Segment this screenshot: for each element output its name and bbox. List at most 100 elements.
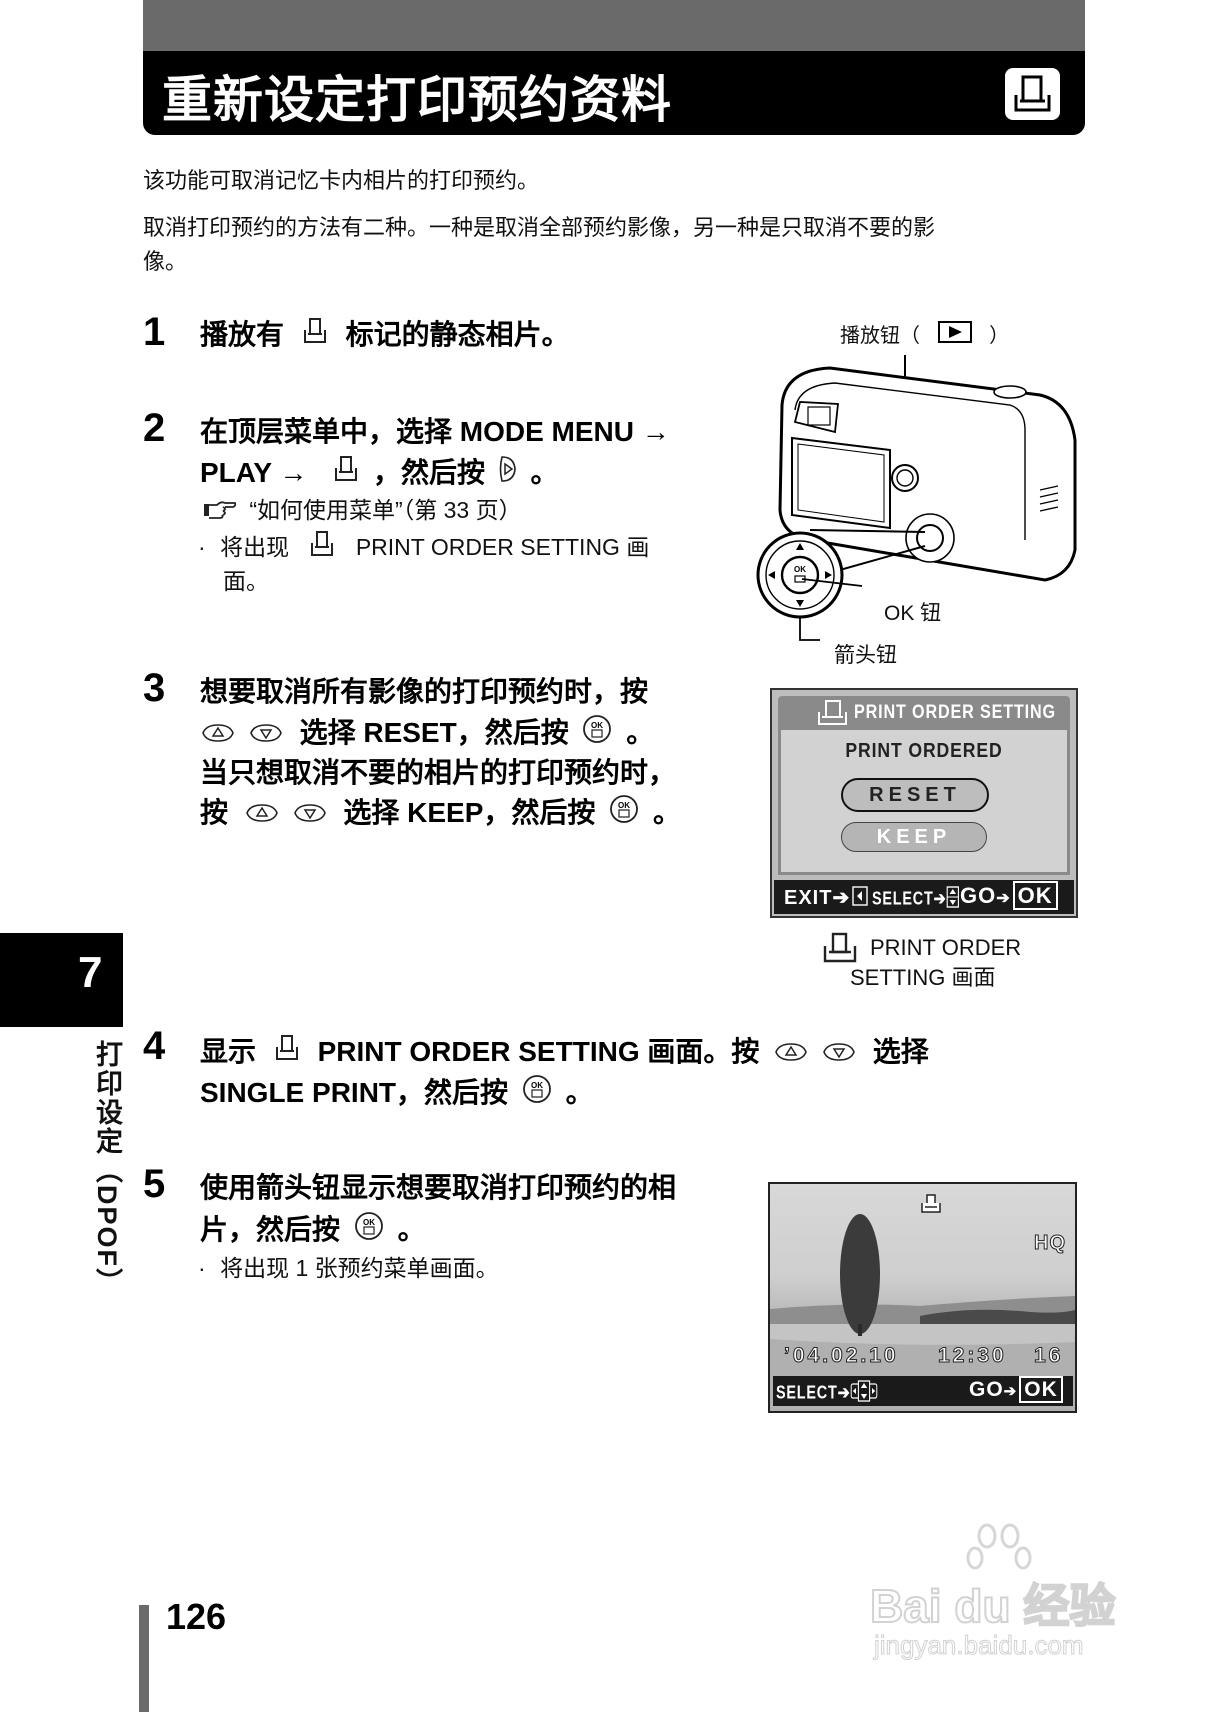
step-2-bullet-b: PRINT ORDER SETTING 画 <box>355 534 650 561</box>
intro-line-1: 该功能可取消记忆卡内相片的打印预约。 <box>143 169 540 194</box>
chapter-title: 打印设定（DPOF） <box>92 1040 122 1298</box>
step-3-line-4: 按 选择 KEEP，然后按 OK 。 <box>200 793 681 835</box>
up-arrow-button-icon <box>244 795 280 835</box>
arrow-right-icon: ➔ <box>1003 1383 1018 1400</box>
step-5-line-1: 使用箭头钮显示想要取消打印预约的相 <box>200 1172 677 1203</box>
down-arrow-button-icon <box>248 715 284 755</box>
step-2-line-2b: ，然后按 <box>372 457 485 488</box>
print-order-setting-screen: PRINT ORDER SETTING PRINT ORDERED RESET … <box>770 688 1078 918</box>
svg-text:OK: OK <box>363 1218 375 1227</box>
chapter-number: 7 <box>78 948 103 997</box>
reference-link-text[interactable]: “如何使用菜单”（第 33 页） <box>249 497 522 523</box>
step-3-line-2b: 。 <box>626 717 655 748</box>
select-hint: SELECT➔ <box>872 886 960 913</box>
intro-line-2: 取消打印预约的方法有二种。一种是取消全部预约影像，另一种是只取消不要的影 <box>143 216 936 241</box>
step-5-bullet: · 将出现 1 张预约菜单画面。 <box>198 1250 499 1286</box>
down-arrow-button-icon <box>821 1034 857 1074</box>
baidu-watermark: Bai du 经验 jingyan.baidu.com <box>869 1520 1160 1670</box>
play-icon <box>937 319 972 355</box>
arrow-button-label: 箭头钮 <box>834 644 897 667</box>
watermark-brand: Bai du 经验 <box>869 1579 1116 1633</box>
watermark-url: jingyan.baidu.com <box>874 1630 1085 1661</box>
quality-indicator: HQ <box>1034 1232 1066 1255</box>
screen-caption-line-2: SETTING 画面 <box>850 965 996 990</box>
select-hint: SELECT➔ <box>776 1380 878 1407</box>
up-arrow-button-icon <box>200 715 236 755</box>
step-number-2: 2 <box>143 406 166 450</box>
svg-text:OK: OK <box>531 1081 543 1090</box>
print-order-icon <box>272 1033 302 1074</box>
chapter-tab <box>0 933 123 1027</box>
header-gray-band <box>143 0 1085 51</box>
arrow-right-icon: ➔ <box>832 887 851 909</box>
step-5-line-2a: 片，然后按 <box>200 1214 341 1245</box>
reset-option[interactable]: RESET <box>841 778 989 812</box>
go-label: GO <box>960 883 997 908</box>
go-hint: GO➔OK <box>960 881 1058 910</box>
print-order-icon <box>920 1194 942 1218</box>
step-5-line-2: 片，然后按 OK 。 <box>200 1210 426 1252</box>
step-4-line-2a: SINGLE PRINT，然后按 <box>200 1077 509 1108</box>
step-4-line-1: 显示 PRINT ORDER SETTING 画面。按 选择 <box>200 1032 929 1074</box>
screen-footer: EXIT➔ SELECT➔ GO➔OK <box>774 880 1074 914</box>
svg-text:OK: OK <box>591 721 603 730</box>
print-order-icon <box>307 529 337 569</box>
step-2-bullet: · 将出现 PRINT ORDER SETTING 画 <box>198 529 649 569</box>
ok-button-icon: OK <box>582 714 612 755</box>
print-order-icon <box>1005 68 1060 120</box>
step-2-bullet-a: 将出现 <box>220 534 290 561</box>
play-button-label-a: 播放钮（ <box>840 325 920 347</box>
step-3-line-3: 当只想取消不要的相片的打印预约时， <box>200 757 677 788</box>
ok-key: OK <box>1012 881 1058 910</box>
page-title: 重新设定打印预约资料 <box>162 71 672 129</box>
right-arrow-button-icon <box>497 454 519 495</box>
screen-body: PRINT ORDERED RESET KEEP <box>778 730 1070 875</box>
paw-icon <box>966 1523 1032 1570</box>
step-3-line-4c: 。 <box>652 797 681 828</box>
svg-text:OK: OK <box>618 801 630 810</box>
print-order-icon <box>331 454 361 495</box>
step-number-1: 1 <box>143 310 166 354</box>
step-3-line-2a: 选择 RESET，然后按 <box>299 717 569 748</box>
step-1-text-a: 播放有 <box>200 319 285 350</box>
print-order-icon <box>816 700 848 730</box>
go-hint: GO➔OK <box>969 1376 1063 1403</box>
ok-button-icon: OK <box>522 1074 552 1115</box>
step-2-line-2c: 。 <box>530 457 559 488</box>
print-ordered-status: PRINT ORDERED <box>845 740 1003 762</box>
step-number-4: 4 <box>143 1024 166 1068</box>
ok-button-label: OK 钮 <box>884 602 942 625</box>
left-button-icon <box>852 886 868 912</box>
up-arrow-button-icon <box>773 1034 809 1074</box>
camera-illustration: OK <box>740 350 1080 670</box>
step-4-line-1c: 选择 <box>872 1036 929 1067</box>
step-4-line-2b: 。 <box>565 1077 594 1108</box>
ok-button-icon: OK <box>354 1211 384 1252</box>
exit-hint: EXIT➔ <box>784 885 868 912</box>
pointing-hand-icon <box>203 494 237 530</box>
step-5-line-2b: 。 <box>397 1214 426 1245</box>
select-label: SELECT <box>776 1382 838 1403</box>
print-order-icon <box>822 932 858 968</box>
step-3-line-2: 选择 RESET，然后按 OK 。 <box>200 713 654 755</box>
page-number: 126 <box>166 1596 227 1637</box>
select-label: SELECT <box>872 888 934 909</box>
step-4-line-1a: 显示 <box>200 1036 257 1067</box>
four-way-button-icon <box>850 1380 878 1407</box>
arrow-right-icon: ➔ <box>996 890 1011 907</box>
photo-date: ’04.02.10 <box>784 1344 899 1368</box>
intro-line-2-cont: 像。 <box>143 250 188 275</box>
ok-button-icon: OK <box>609 794 639 835</box>
bullet-dot: · <box>198 534 206 561</box>
step-2-line-1: 在顶层菜单中，选择 MODE MENU → <box>200 416 670 447</box>
ok-key: OK <box>1019 1376 1063 1403</box>
keep-option[interactable]: KEEP <box>841 822 987 852</box>
up-down-button-icon <box>946 886 960 913</box>
header-title-bar <box>143 51 1085 135</box>
step-4-line-1b: PRINT ORDER SETTING 画面。按 <box>317 1036 760 1067</box>
step-5-bullet-text: 将出现 1 张预约菜单画面。 <box>220 1255 499 1281</box>
screen-caption-line-1: PRINT ORDER <box>870 935 1022 960</box>
step-3-line-4a: 按 <box>200 797 229 828</box>
play-button-label: 播放钮（ ） <box>840 318 1009 355</box>
svg-text:OK: OK <box>794 565 806 574</box>
